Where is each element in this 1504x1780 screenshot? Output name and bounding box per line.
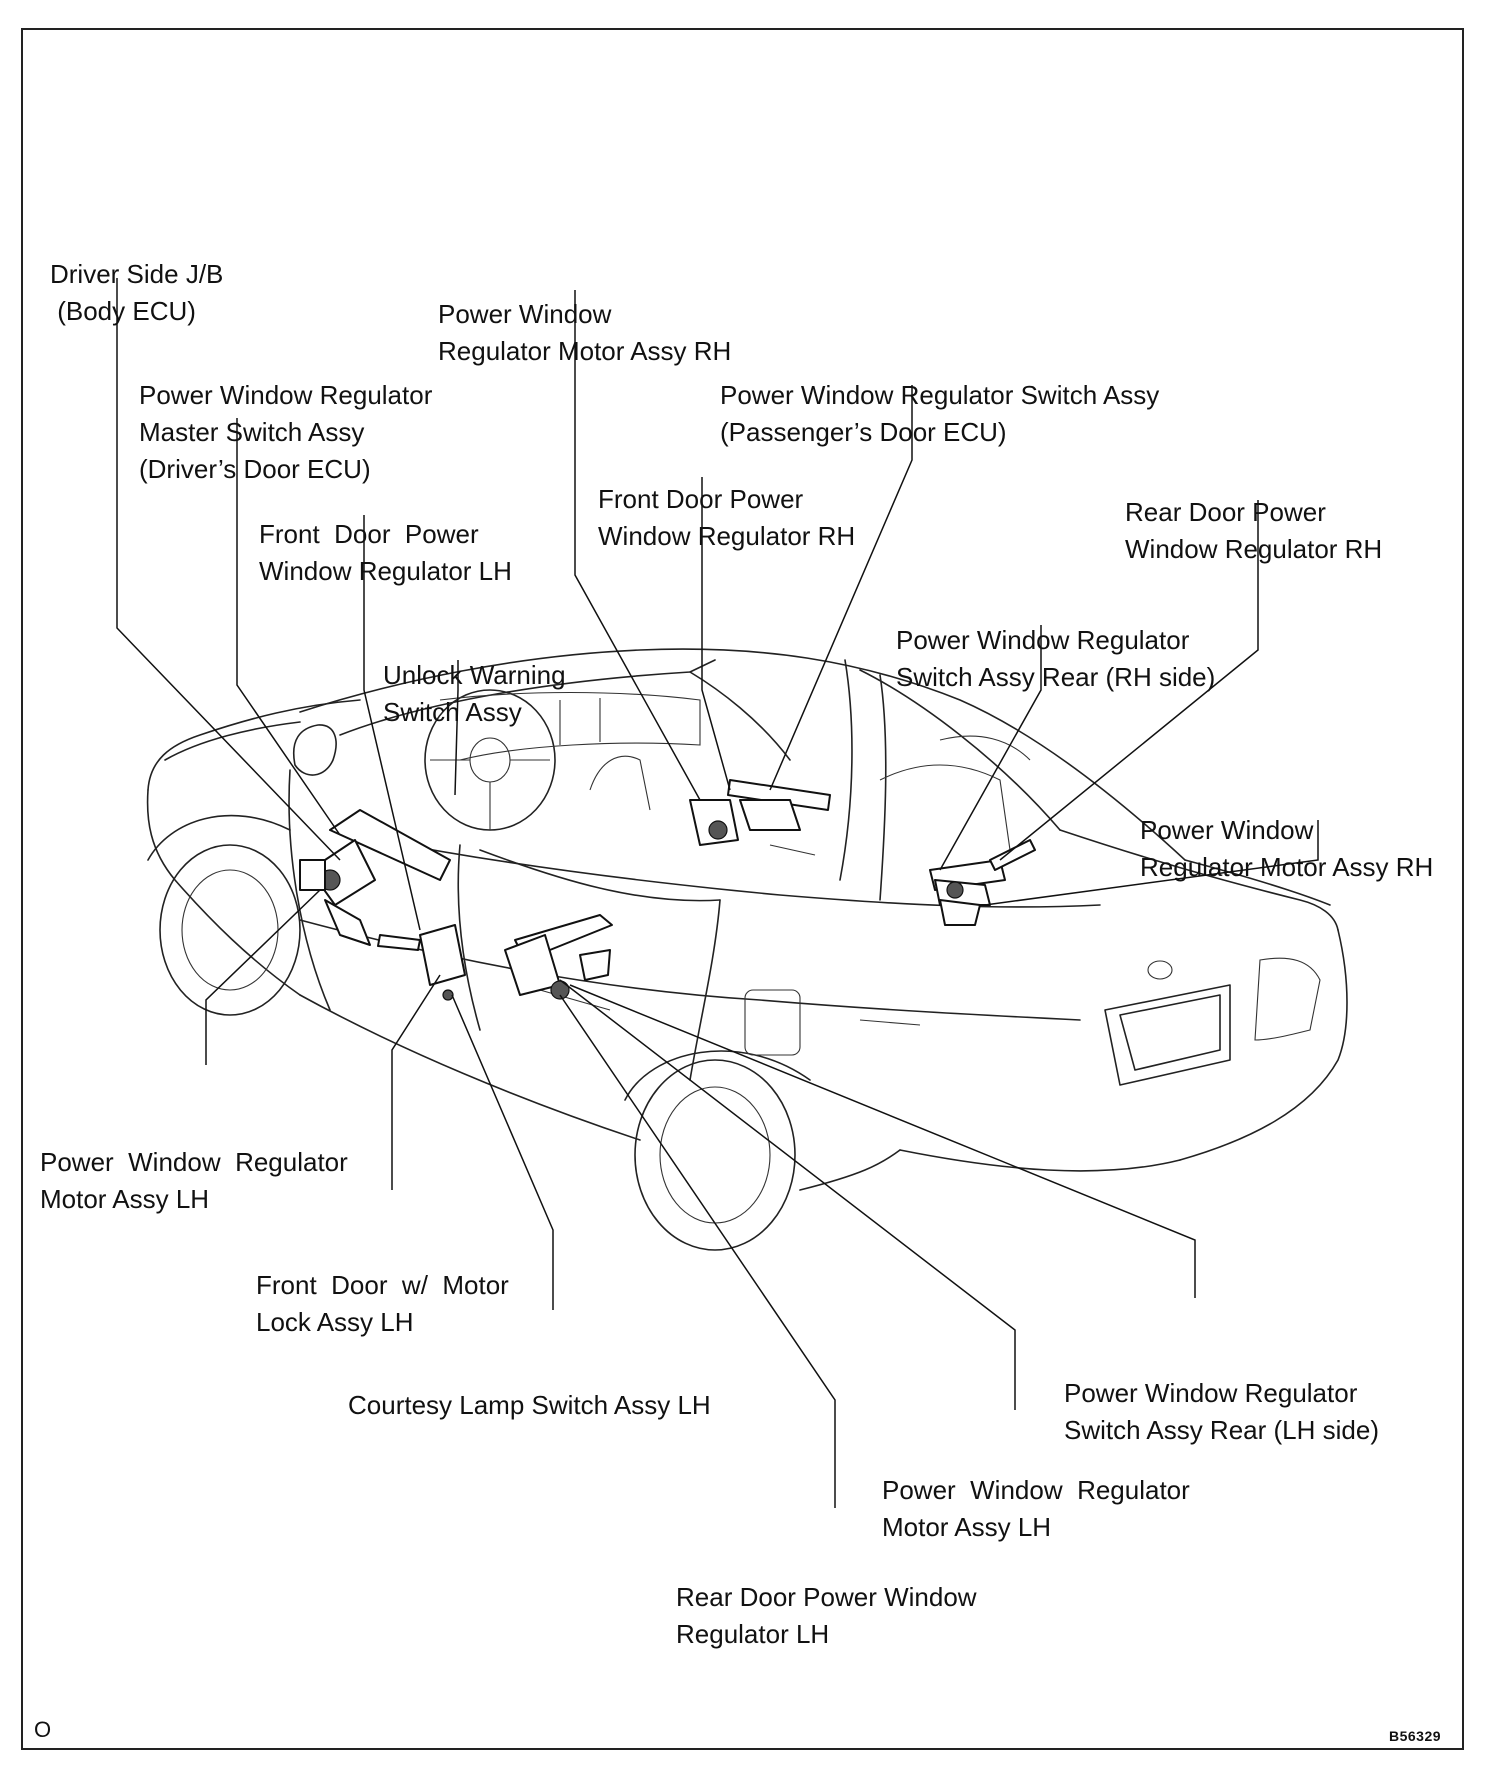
body-ecu-part bbox=[299, 859, 326, 891]
rear-rh-regulator-part bbox=[929, 839, 1036, 926]
diagram-frame bbox=[21, 28, 1464, 1750]
figure-code: B56329 bbox=[1389, 1728, 1442, 1744]
rear-lh-regulator-part bbox=[504, 914, 613, 1000]
front-lh-door-lock-part bbox=[377, 924, 466, 1001]
corner-mark: O bbox=[34, 1717, 52, 1742]
label-driver-side-jb: Driver Side J/B (Body ECU) bbox=[50, 259, 224, 326]
label-switch-assy-passenger: Power Window Regulator Switch Assy(Passe… bbox=[720, 380, 1160, 447]
label-courtesy-lamp-switch: Courtesy Lamp Switch Assy LH bbox=[348, 1390, 711, 1420]
front-lh-regulator-part bbox=[309, 809, 451, 946]
front-rh-regulator-part bbox=[689, 779, 831, 856]
leader-lines bbox=[116, 278, 1319, 1508]
